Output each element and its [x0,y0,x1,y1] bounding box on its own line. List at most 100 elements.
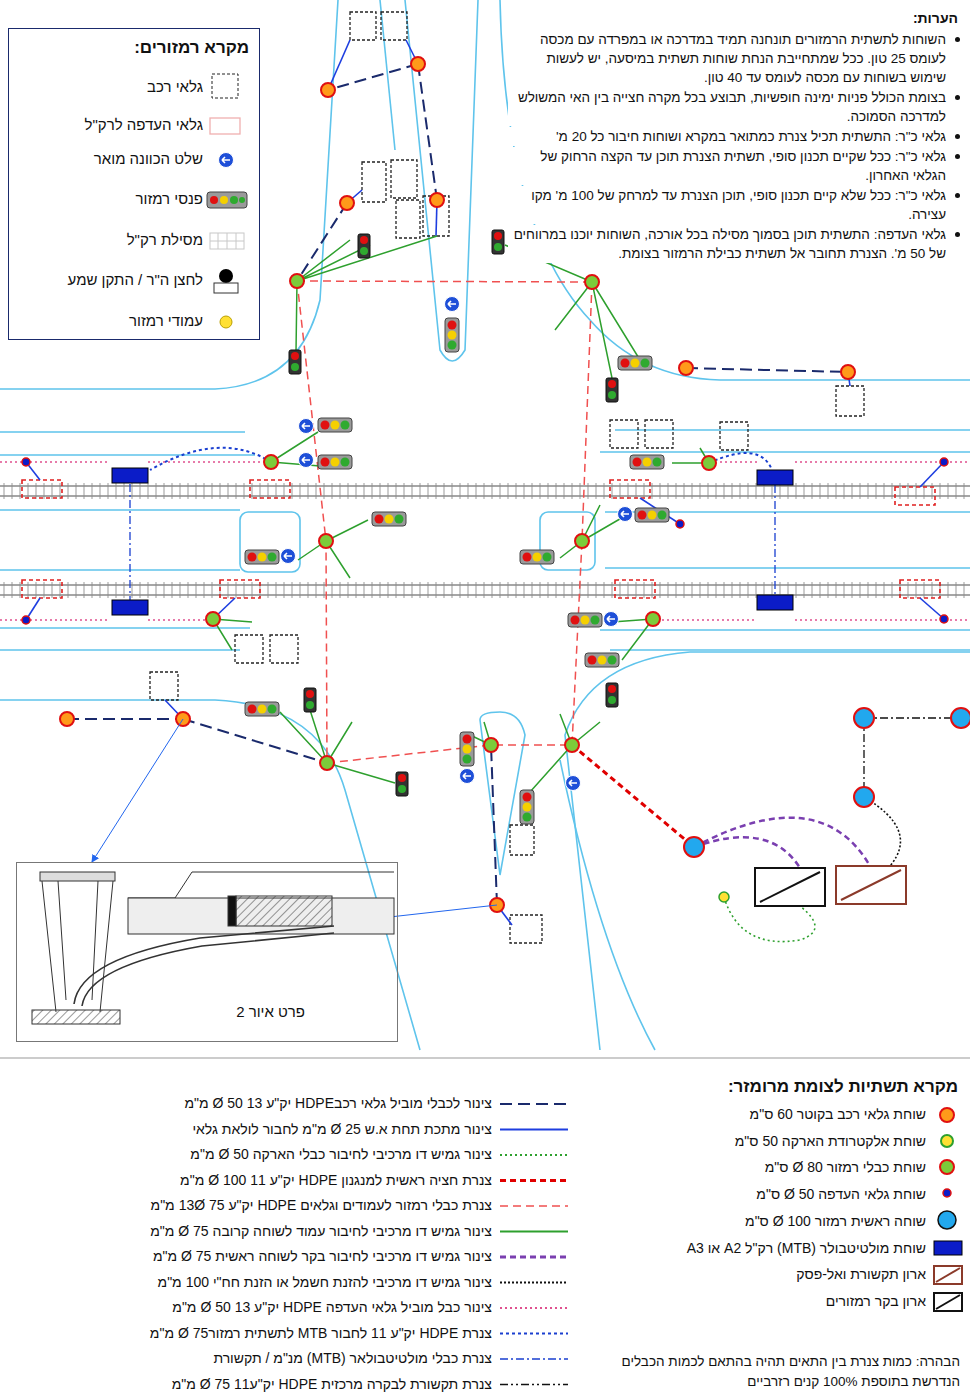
drawing-part [500,1282,568,1284]
drawing-part [565,652,970,1050]
drawing-part [220,580,260,598]
drawing-part [618,356,652,370]
drawing-part [719,892,729,902]
drawing-part [864,797,900,866]
drawing-part [934,1241,962,1255]
drawing-part [500,1307,568,1309]
drawing-part [606,683,618,707]
legend-text: ארון תקשורת ואל-פסק [796,1266,926,1284]
drawing-part [206,612,220,626]
legend-text: שוחת אלקטרודת הארקה 50 ס"מ [735,1133,926,1151]
notes-column: השוחות לתשתית הרמזורים תונחנה תמיד במדרכ… [508,30,946,264]
drawing-part [298,520,368,578]
drawing-part [74,926,334,1004]
drawing-part [210,233,244,249]
drawing-part [340,196,354,210]
drawing-part [940,1160,954,1174]
drawing-part [606,378,618,402]
legend-text: שוחת מולטיטבולר (MTB) רק"ל A2 או A3 [687,1240,926,1258]
drawing-part [210,196,218,204]
drawing-part [500,1104,568,1385]
drawing-part [396,772,408,796]
drawing-part [22,616,30,624]
drawing-part [264,455,278,469]
drawing-part [320,756,334,770]
drawing-part [0,462,970,620]
drawing-part [0,619,970,621]
drawing-part [755,868,825,906]
drawing-part [510,915,542,943]
drawing-part [318,455,352,469]
legend-text: שוחת כבלי רמזור Ø 80 ס"מ [765,1159,926,1177]
drawing-part [940,615,948,623]
drawing-part [0,0,970,1050]
drawing-part [702,456,716,470]
drawing-part [92,719,183,862]
drawing-part [0,584,970,586]
drawing-part [484,738,498,752]
legend-text: צנרת כבלי רמזור לעמודים וגלאים HDPE יק"ע… [151,1197,492,1215]
drawing-part [289,350,301,374]
drawing-part [207,192,247,208]
drawing-part [934,1293,962,1311]
drawing-part [684,837,704,857]
drawing-part [328,40,350,90]
drawing-part [854,787,874,807]
legend-text: שוחת גלאי רכב בקוטר 60 ס"מ [750,1106,926,1124]
legend-text: צינור גמיש דו מרכיבי לחיבור כבלי הארקה Ø… [190,1146,492,1164]
drawing-part [445,297,460,312]
drawing-part [500,1103,568,1105]
legend-text: עמודי רמזור [129,312,203,331]
drawing-part [645,420,673,448]
drawing-part [228,896,236,926]
drawing-part [235,635,263,663]
drawing-part [391,160,417,198]
drawing-part [112,468,793,615]
drawing-part [128,872,394,898]
drawing-part [0,483,970,499]
drawing-part [150,448,271,470]
drawing-part [214,283,238,293]
drawing-part [32,872,394,1024]
drawing-part [951,708,970,728]
drawing-part [358,234,370,258]
legend-text: שוחת גלאי העדפה Ø 50 ס"מ [756,1186,926,1204]
drawing-part [520,790,534,824]
note-bullet [955,95,960,100]
drawing-part [460,732,474,766]
drawing-part [566,776,581,791]
drawing-part [615,580,655,598]
drawing-part [22,458,30,466]
drawing-part [362,162,386,202]
drawing-part [686,368,848,372]
drawing-part [934,1266,962,1284]
drawing-part [245,702,279,716]
drawing-part [210,118,240,134]
drawing-part [854,708,874,728]
legend-text: צינור מתכת תחת א.ש Ø 25 מ"מ לחבור לולאת … [192,1121,492,1139]
drawing-part [900,580,940,598]
drawing-part [684,708,970,857]
drawing-part [210,233,244,249]
drawing-part [0,432,255,650]
drawing-part [297,281,592,763]
legend-text: גלאי רכב [147,78,203,97]
legend-box: מקרא רמזורים: [8,28,260,340]
legend-text: ארון בקר רמזורים [826,1293,926,1311]
drawing-part [460,769,475,784]
drawing-part [0,461,970,463]
note-text: גלאי כ"ר: ככל שלא קיים תכנון סופי, תוכן … [508,186,946,224]
drawing-part [480,712,525,875]
drawing-part [245,550,279,564]
legend-text: לחצן ה"ר / התקן שמע [68,271,203,290]
legend-heading: מקרא תשתיות לצומת מרומזר: [728,1076,958,1097]
drawing-part [575,534,589,548]
drawing-part [836,866,906,904]
drawing-part [774,485,775,596]
drawing-part [600,430,970,650]
legend-text: מסילת רק"ל [127,231,203,250]
drawing-part [40,872,115,881]
legend-text: שלט הכוונה מואר [94,150,203,169]
drawing-part [405,0,478,361]
